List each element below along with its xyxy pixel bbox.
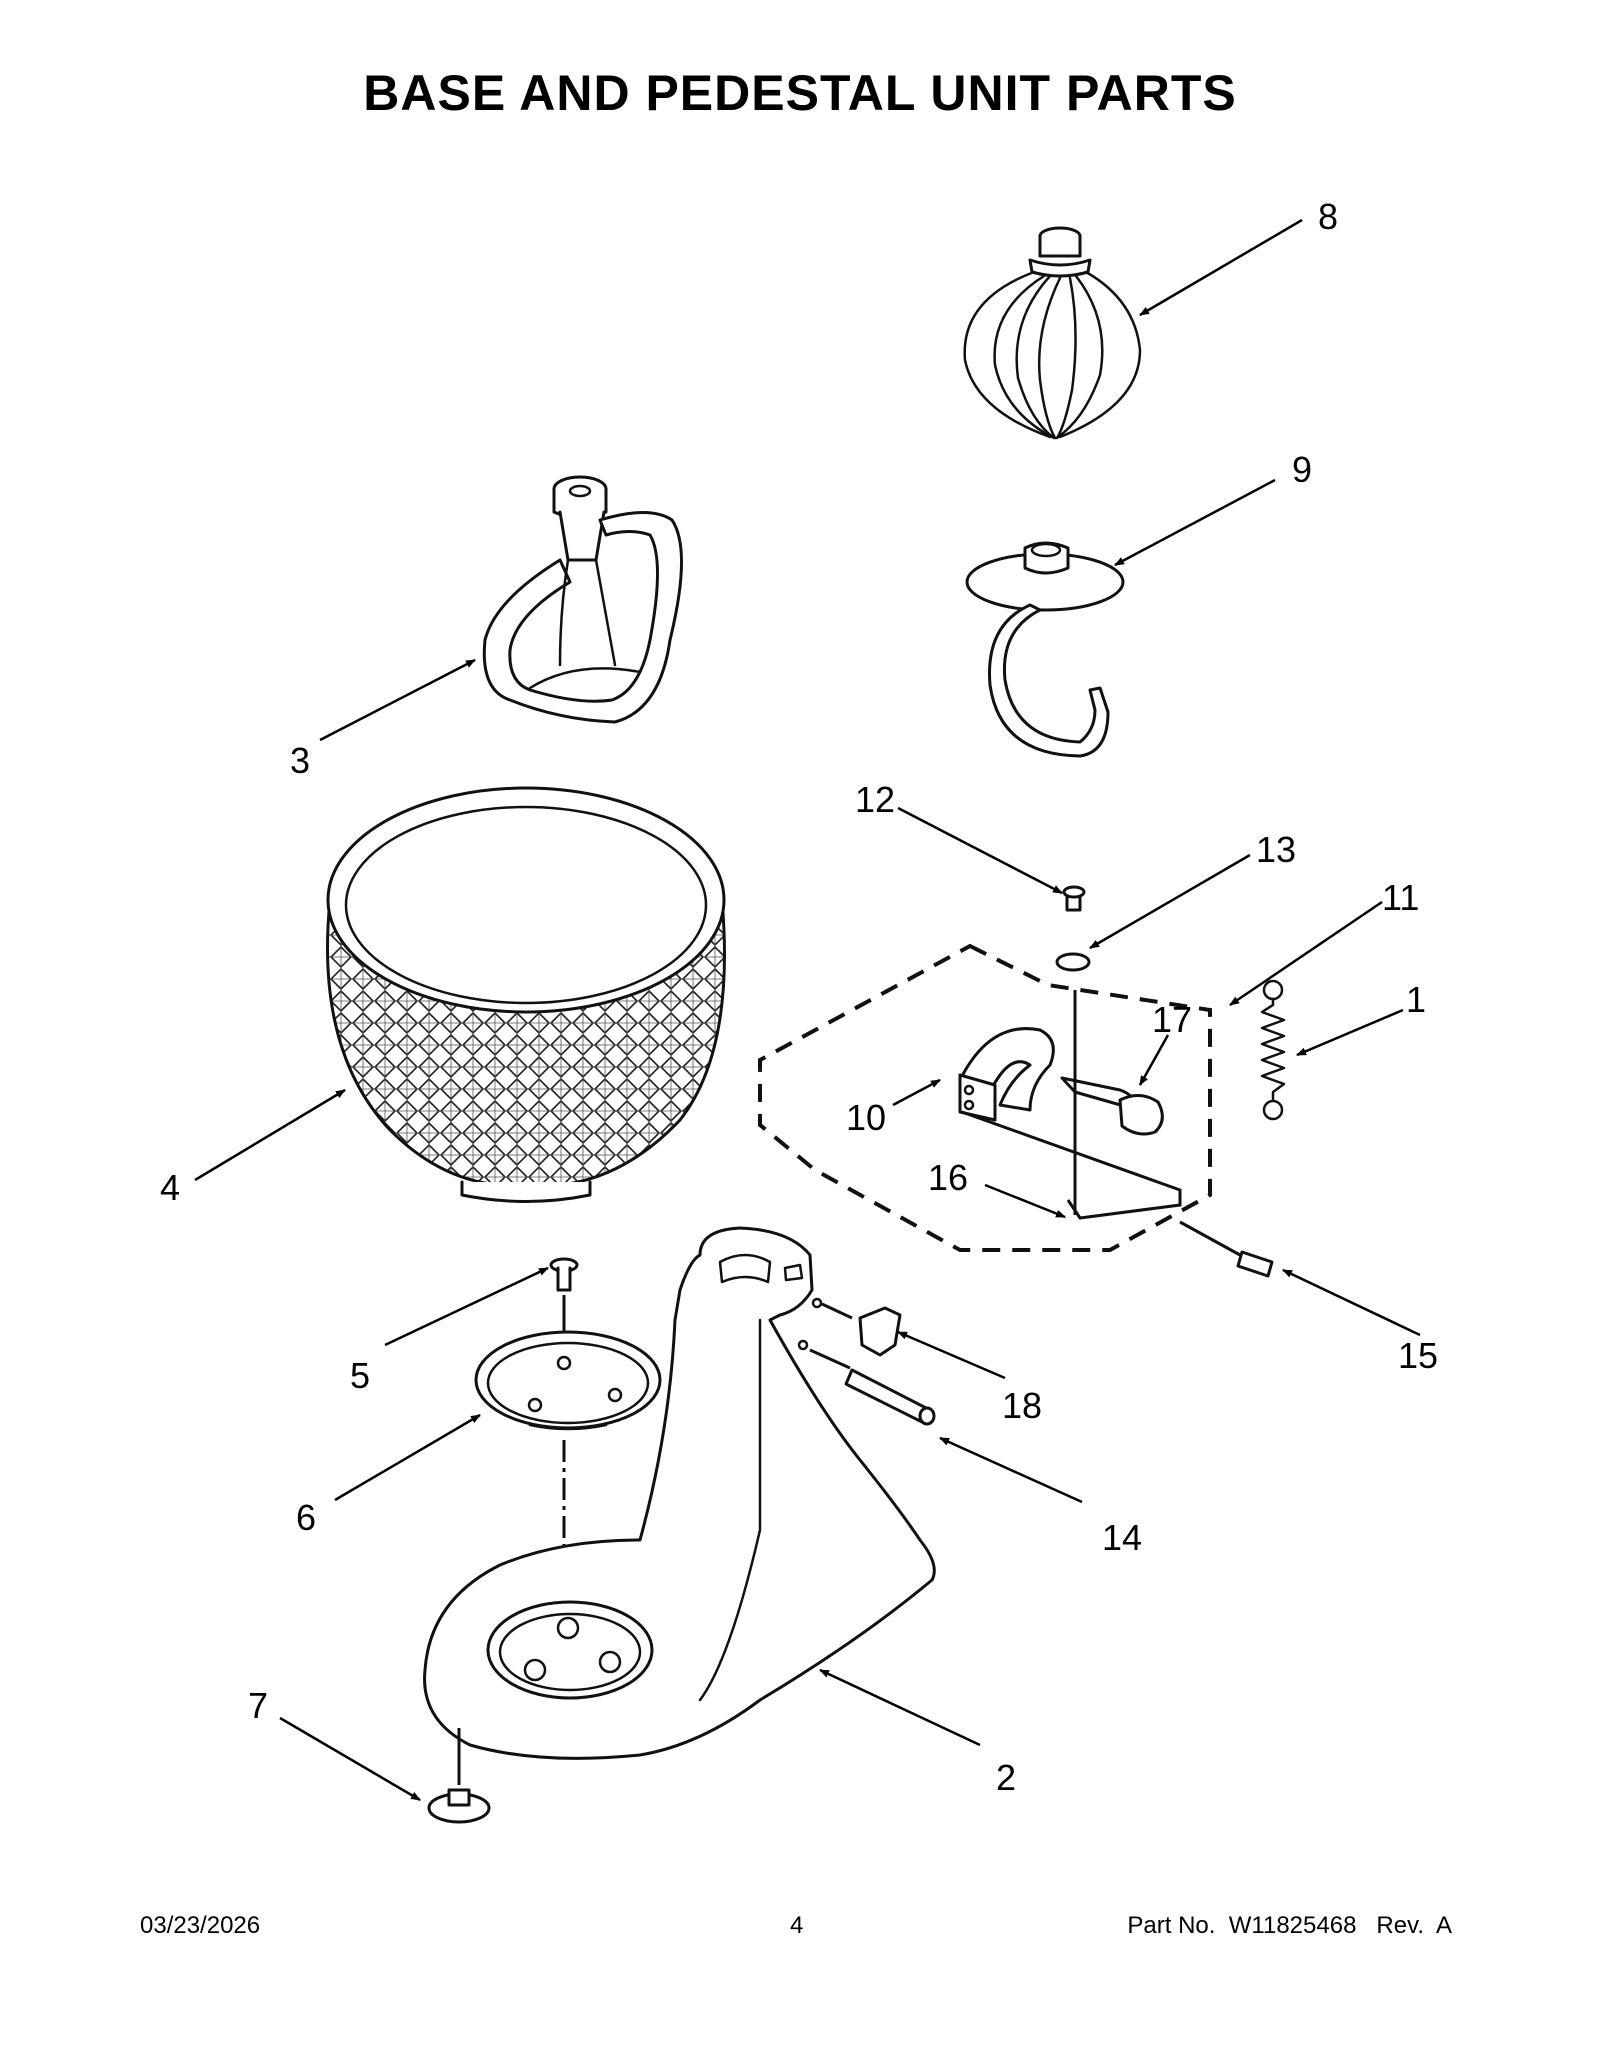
callout-17: 17: [1152, 999, 1192, 1040]
callout-14: 14: [1102, 1517, 1142, 1558]
callout-18: 18: [1002, 1385, 1042, 1426]
leader-lines: [194, 218, 1421, 1802]
callout-16: 16: [928, 1157, 968, 1198]
callout-4: 4: [160, 1167, 180, 1208]
bowl-lift-assembly: [758, 885, 1212, 1252]
callout-13: 13: [1256, 829, 1296, 870]
spring-part: [1260, 979, 1286, 1121]
callout-labels: 8 9 3 4 12 13 11 1 17 10 16 15 5 18 6 14…: [160, 196, 1438, 1798]
callout-3: 3: [290, 740, 310, 781]
flat-beater-part: [482, 475, 683, 724]
rod-part: [809, 1348, 936, 1426]
callout-15: 15: [1398, 1335, 1438, 1376]
callout-5: 5: [350, 1355, 370, 1396]
callout-1: 1: [1406, 979, 1426, 1020]
page-title: BASE AND PEDESTAL UNIT PARTS: [363, 65, 1237, 121]
wire-whip-part: [963, 226, 1142, 440]
footer-part-number: Part No. W11825468 Rev. A: [1127, 1912, 1452, 1939]
callout-8: 8: [1318, 196, 1338, 237]
callout-11: 11: [1382, 877, 1419, 918]
clamp-plate-part: [474, 1330, 662, 1625]
mixing-bowl-part: [326, 786, 726, 1203]
footer-page-number: 4: [790, 1912, 804, 1939]
foot-part: [427, 1728, 491, 1824]
callout-2: 2: [996, 1757, 1016, 1798]
bracket-part: [821, 1302, 902, 1357]
pedestal-base-part: [423, 1226, 936, 1760]
footer-date: 03/23/2026: [140, 1912, 261, 1939]
callout-12: 12: [855, 779, 895, 820]
callout-10: 10: [846, 1097, 886, 1138]
dough-hook-part: [965, 541, 1125, 758]
callout-9: 9: [1292, 449, 1312, 490]
callout-6: 6: [296, 1497, 316, 1538]
screw-part: [549, 1257, 579, 1340]
callout-7: 7: [248, 1685, 268, 1726]
hinge-pin-part: [1179, 1220, 1274, 1278]
